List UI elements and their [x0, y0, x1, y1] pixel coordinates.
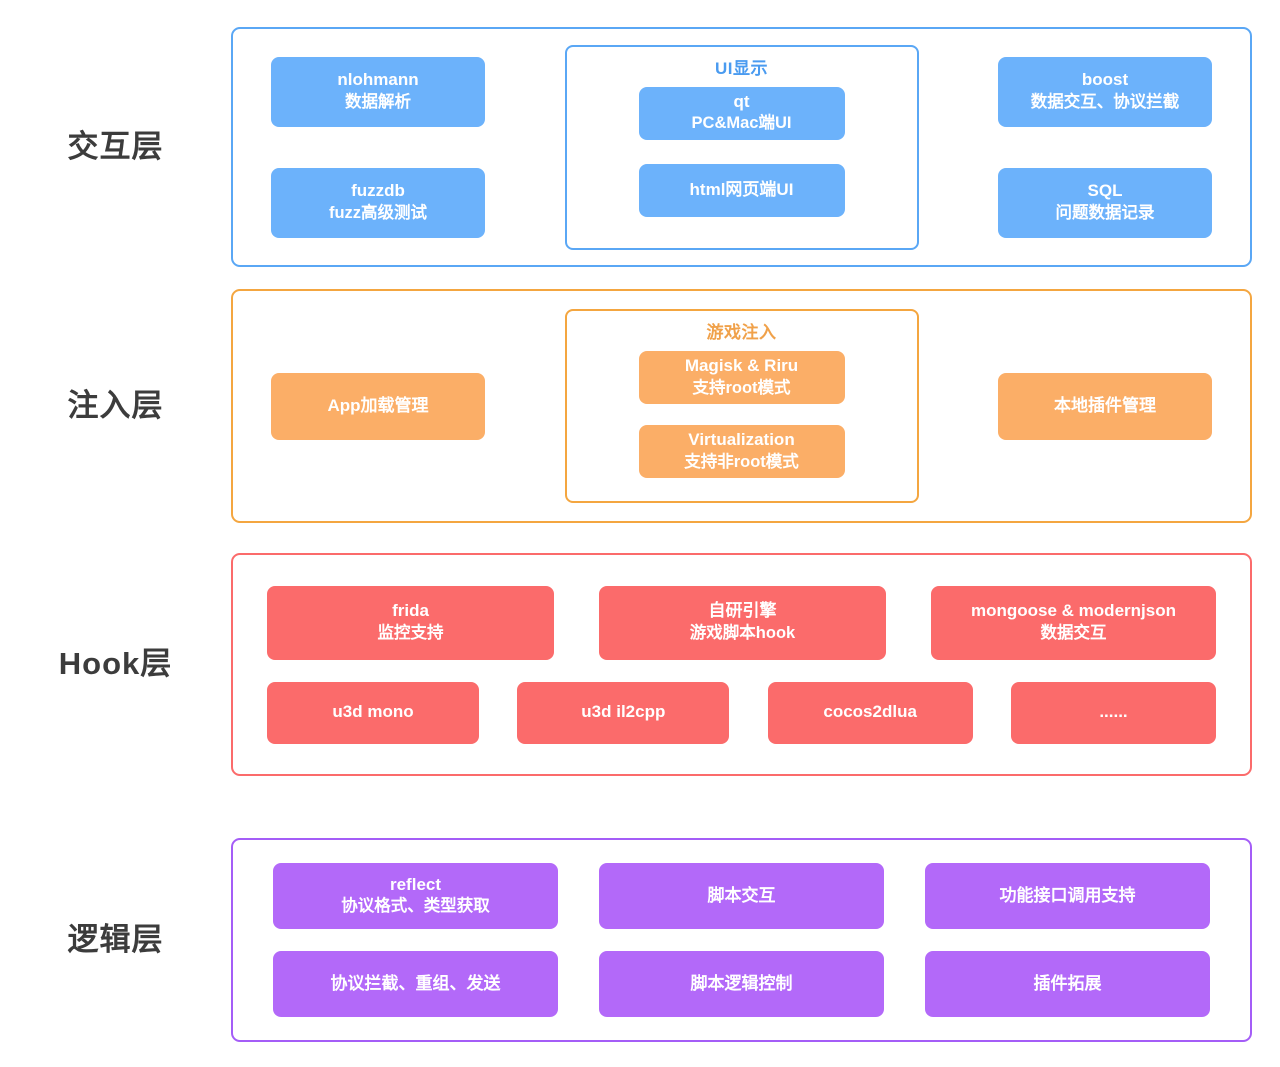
node-title: 本地插件管理 [1054, 395, 1156, 415]
layer-interaction: 交互层 nlohmann 数据解析 fuzzdb fuzz高级测试 UI显示 q… [0, 27, 1280, 267]
subgroup-title-ui-display: UI显示 [715, 58, 768, 78]
node-title: 插件拓展 [1033, 973, 1102, 993]
node-subtitle: 游戏脚本hook [689, 623, 796, 642]
node-reflect[interactable]: reflect 协议格式、类型获取 [273, 863, 558, 929]
node-qt[interactable]: qt PC&Mac端UI [638, 86, 845, 140]
node-title: 脚本逻辑控制 [690, 973, 793, 993]
node-title: Virtualization [688, 430, 795, 450]
logic-row-bottom: 协议拦截、重组、发送 脚本逻辑控制 插件拓展 [247, 951, 1236, 1017]
node-title: boost [1081, 70, 1129, 90]
node-subtitle: 数据解析 [345, 92, 411, 111]
layer-label-interaction: 交互层 [67, 128, 164, 164]
interaction-left-column: nlohmann 数据解析 fuzzdb fuzz高级测试 [271, 56, 485, 238]
subgroup-title-game-inject: 游戏注入 [706, 323, 777, 342]
node-fuzzdb[interactable]: fuzzdb fuzz高级测试 [271, 167, 485, 238]
node-subtitle: 支持root模式 [692, 378, 791, 397]
node-title: u3d il2cpp [581, 702, 666, 722]
hook-row-top: frida 监控支持 自研引擎 游戏脚本hook mongoose & mode… [247, 585, 1236, 660]
node-subtitle: 协议格式、类型获取 [341, 897, 490, 916]
layer-container-inject: App加载管理 游戏注入 Magisk & Riru 支持root模式 Virt… [231, 289, 1252, 523]
node-title: SQL [1087, 181, 1123, 201]
node-title: frida [392, 601, 429, 621]
node-protocol-intercept-reassemble-send[interactable]: 协议拦截、重组、发送 [273, 951, 558, 1017]
node-title: 协议拦截、重组、发送 [330, 973, 501, 993]
layer-hook: Hook层 frida 监控支持 自研引擎 游戏脚本hook mongoose … [0, 553, 1280, 776]
node-html-web-ui[interactable]: html网页端UI [638, 163, 845, 217]
node-title: html网页端UI [689, 179, 794, 199]
subgroup-game-inject: 游戏注入 Magisk & Riru 支持root模式 Virtualizati… [564, 309, 919, 503]
node-subtitle: 支持非root模式 [684, 452, 799, 471]
layer-label-logic: 逻辑层 [67, 921, 164, 957]
node-title: nlohmann [337, 70, 419, 90]
node-title: cocos2dlua [823, 702, 917, 722]
layer-inject: 注入层 App加载管理 游戏注入 Magisk & Riru 支持root模式 … [0, 289, 1280, 523]
inject-right-column: 本地插件管理 [998, 372, 1212, 440]
node-more-ellipsis[interactable]: ...... [1010, 681, 1216, 744]
node-app-load-management[interactable]: App加载管理 [271, 372, 485, 440]
layer-label-inject: 注入层 [67, 387, 164, 423]
node-title: qt [733, 91, 750, 111]
node-script-interaction[interactable]: 脚本交互 [599, 863, 884, 929]
node-u3d-il2cpp[interactable]: u3d il2cpp [517, 681, 730, 744]
node-title: 自研引擎 [708, 601, 777, 621]
node-nlohmann[interactable]: nlohmann 数据解析 [271, 56, 485, 127]
node-virtualization[interactable]: Virtualization 支持非root模式 [638, 425, 845, 478]
node-title: Magisk & Riru [684, 356, 799, 376]
interaction-right-column: boost 数据交互、协议拦截 SQL 问题数据记录 [998, 56, 1212, 238]
node-title: App加载管理 [327, 395, 429, 415]
layer-label-hook: Hook层 [58, 646, 173, 682]
node-sql[interactable]: SQL 问题数据记录 [998, 167, 1212, 238]
node-magisk-riru[interactable]: Magisk & Riru 支持root模式 [638, 351, 845, 404]
node-subtitle: fuzz高级测试 [328, 203, 428, 222]
node-title: u3d mono [332, 702, 414, 722]
node-title: mongoose & modernjson [971, 601, 1176, 621]
node-subtitle: 数据交互 [1040, 623, 1107, 642]
node-frida[interactable]: frida 监控支持 [267, 585, 554, 660]
node-function-api-call-support[interactable]: 功能接口调用支持 [925, 863, 1210, 929]
node-title: 功能接口调用支持 [999, 885, 1136, 905]
node-title: fuzzdb [351, 181, 405, 201]
node-self-developed-engine[interactable]: 自研引擎 游戏脚本hook [599, 585, 886, 660]
layer-container-logic: reflect 协议格式、类型获取 脚本交互 功能接口调用支持 协议拦截、重组、… [231, 838, 1252, 1042]
node-subtitle: 数据交互、协议拦截 [1030, 92, 1180, 111]
layer-logic: 逻辑层 reflect 协议格式、类型获取 脚本交互 功能接口调用支持 协议拦截… [0, 838, 1280, 1042]
hook-row-bottom: u3d mono u3d il2cpp cocos2dlua ...... [247, 681, 1236, 744]
node-local-plugin-management[interactable]: 本地插件管理 [998, 372, 1212, 440]
node-mongoose-modernjson[interactable]: mongoose & modernjson 数据交互 [931, 585, 1216, 660]
node-u3d-mono[interactable]: u3d mono [267, 681, 479, 744]
logic-row-top: reflect 协议格式、类型获取 脚本交互 功能接口调用支持 [247, 863, 1236, 929]
node-title: reflect [389, 874, 442, 894]
node-script-logic-control[interactable]: 脚本逻辑控制 [599, 951, 884, 1017]
node-cocos2dlua[interactable]: cocos2dlua [767, 681, 973, 744]
node-subtitle: 监控支持 [377, 623, 444, 642]
subgroup-ui-display: UI显示 qt PC&Mac端UI html网页端UI [564, 44, 919, 250]
node-subtitle: 问题数据记录 [1055, 203, 1155, 222]
layer-container-interaction: nlohmann 数据解析 fuzzdb fuzz高级测试 UI显示 qt PC… [231, 27, 1252, 267]
layer-container-hook: frida 监控支持 自研引擎 游戏脚本hook mongoose & mode… [231, 553, 1252, 776]
node-boost[interactable]: boost 数据交互、协议拦截 [998, 56, 1212, 127]
node-title: ...... [1099, 702, 1128, 722]
node-title: 脚本交互 [707, 885, 776, 905]
node-plugin-extension[interactable]: 插件拓展 [925, 951, 1210, 1017]
node-subtitle: PC&Mac端UI [691, 114, 792, 133]
inject-left-column: App加载管理 [271, 372, 485, 440]
